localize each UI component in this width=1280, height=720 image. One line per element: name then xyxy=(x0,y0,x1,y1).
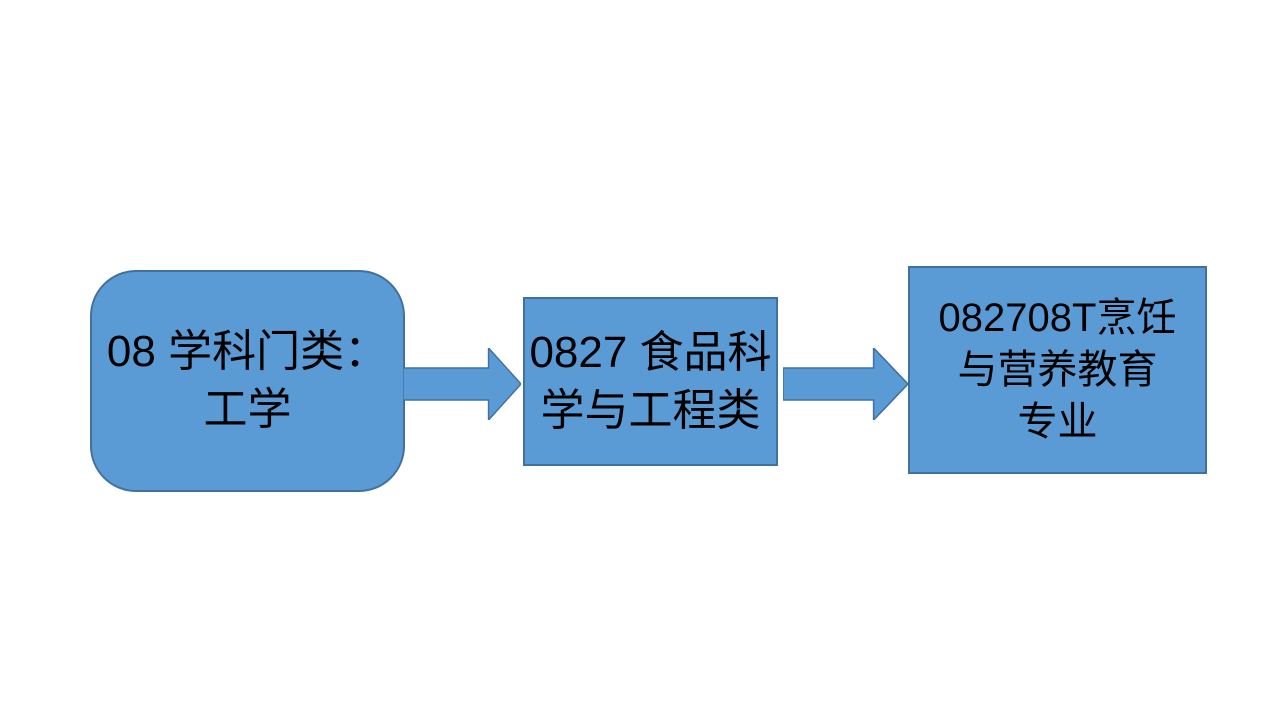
node-text: 0827 食品科 学与工程类 xyxy=(525,324,776,440)
flow-node-major-class: 0827 食品科 学与工程类 xyxy=(523,297,778,466)
node-text-line: 工学 xyxy=(203,385,292,434)
node-text-line: 学与工程类 xyxy=(540,385,761,435)
node-text: 082708T烹饪 与营养教育 专业 xyxy=(910,292,1205,448)
node-text-line: 0827 食品科 xyxy=(529,327,772,377)
node-text: 08 学科门类： 工学 xyxy=(92,323,403,439)
node-text-line: 与营养教育 xyxy=(957,348,1158,392)
flow-node-discipline-category: 08 学科门类： 工学 xyxy=(90,270,405,492)
right-arrow-icon xyxy=(783,348,908,420)
flow-node-major: 082708T烹饪 与营养教育 专业 xyxy=(908,266,1207,474)
node-text-line: 082708T烹饪 xyxy=(938,296,1177,340)
node-text-line: 08 学科门类： xyxy=(106,327,389,376)
node-text-line: 专业 xyxy=(1017,400,1098,444)
right-arrow-icon xyxy=(403,348,521,420)
